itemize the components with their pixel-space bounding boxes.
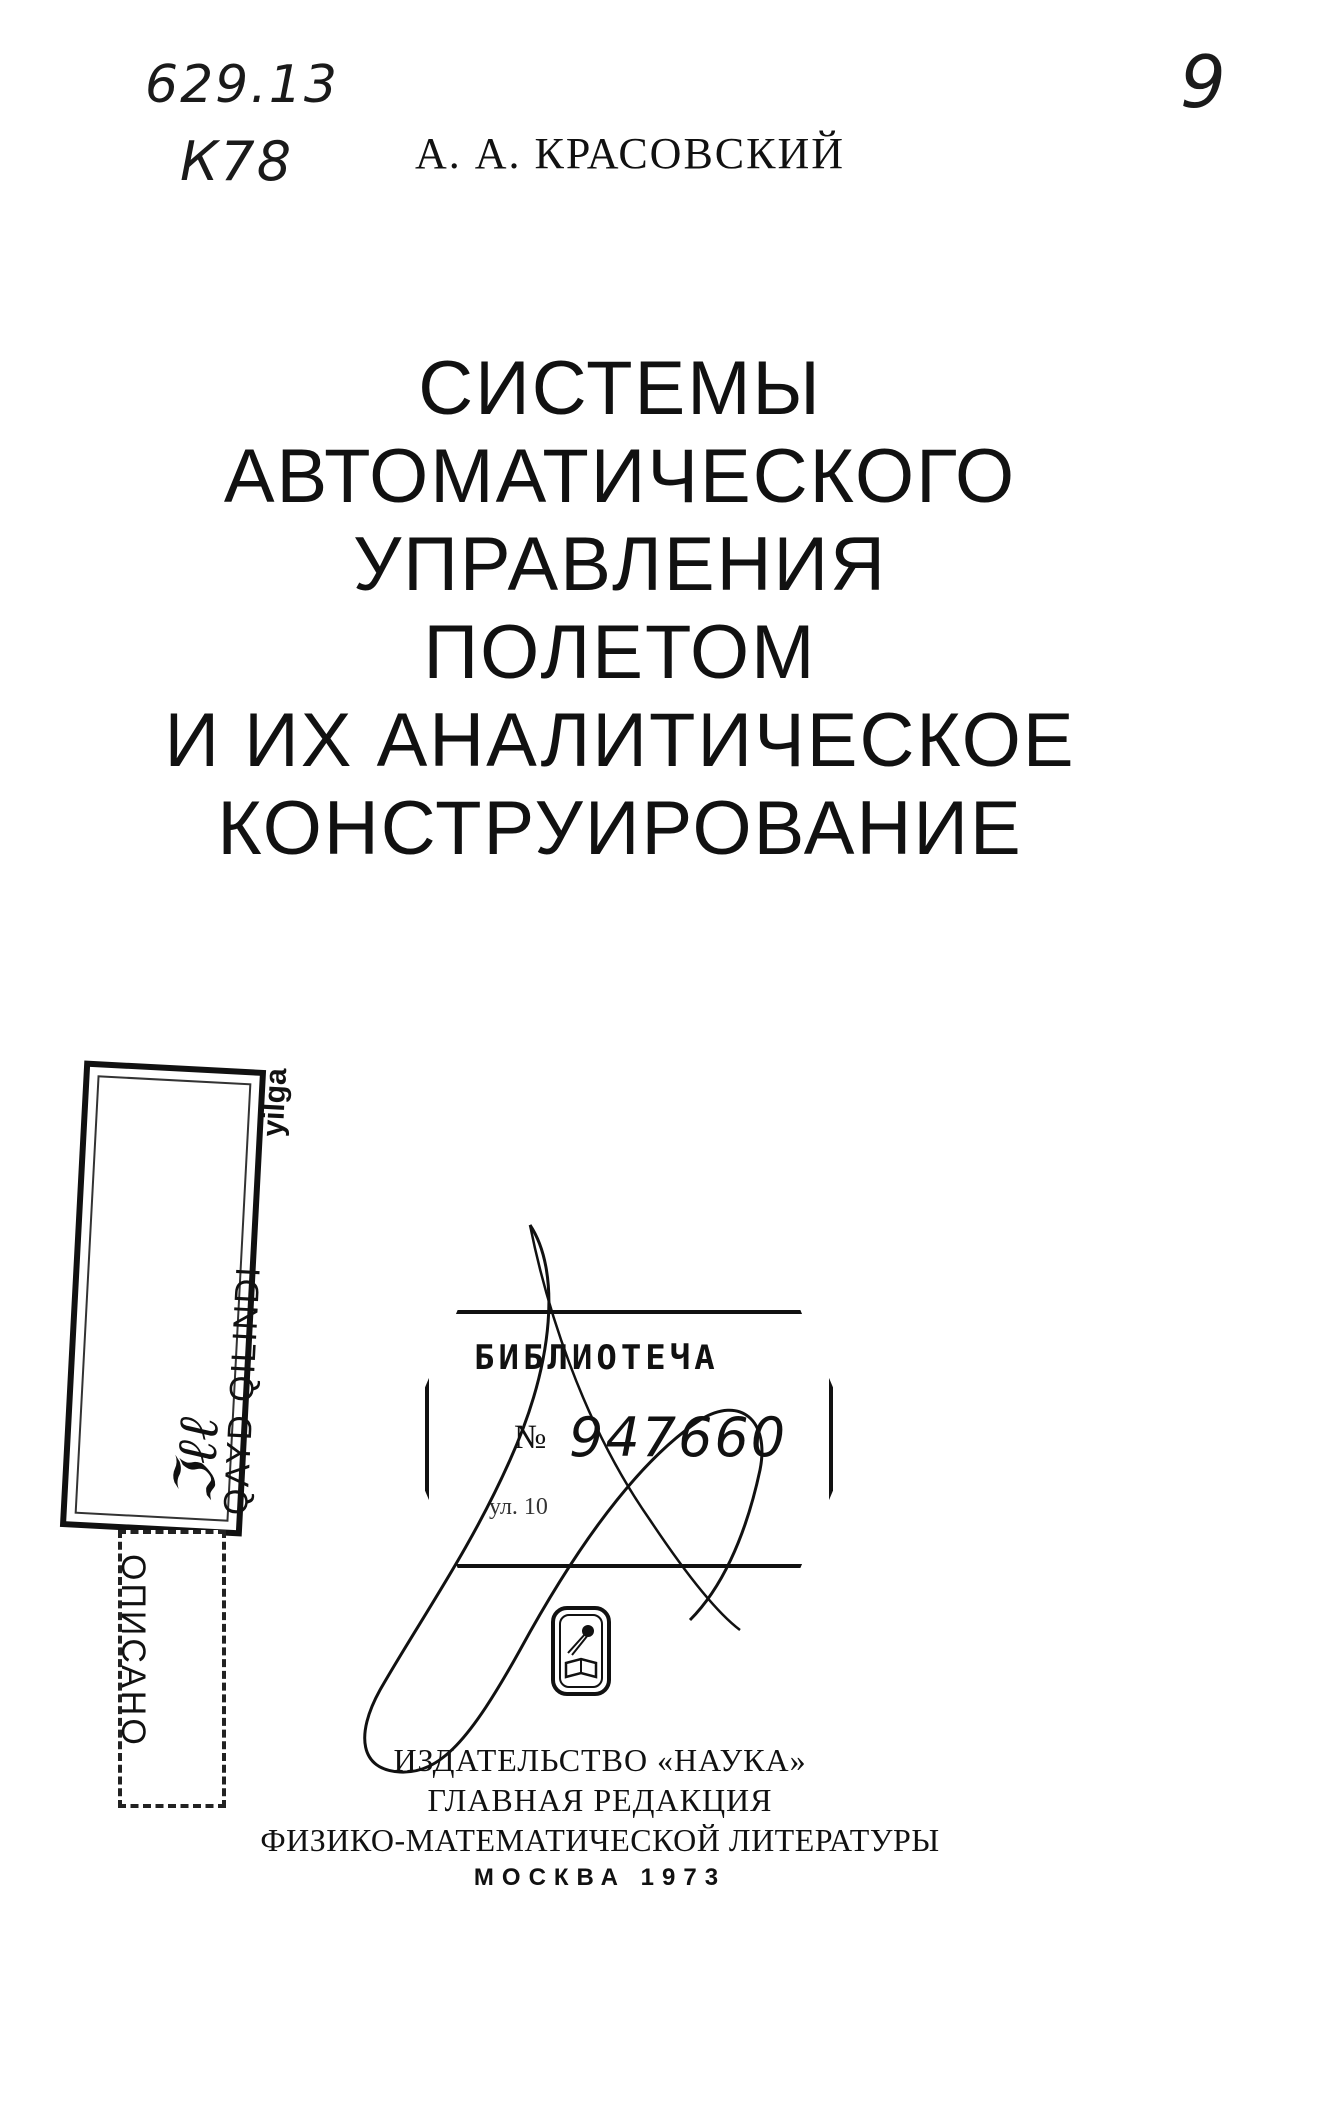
title-line: ПОЛЕТОМ — [423, 610, 817, 695]
handwritten-corner-mark: 9 — [1180, 40, 1228, 124]
book-and-orbit-icon — [551, 1606, 611, 1696]
publisher-name: ИЗДАТЕЛЬСТВО «НАУКА» — [393, 1742, 807, 1778]
described-stamp-text: ОПИСАНО — [114, 1554, 152, 1748]
library-stamp-number-label: № — [514, 1419, 547, 1456]
publisher-division: ГЛАВНАЯ РЕДАКЦИЯ — [427, 1782, 773, 1818]
registration-stamp: ℑℓℓ QAYD QILINDI yilga — [59, 1060, 293, 1537]
registration-stamp-yilga: yilga — [256, 1067, 294, 1138]
publisher-division-subject: ФИЗИКО-МАТЕМАТИЧЕСКОЙ ЛИТЕРАТУРЫ — [260, 1822, 940, 1858]
book-title: СИСТЕМЫ АВТОМАТИЧЕСКОГО УПРАВЛЕНИЯ ПОЛЕТ… — [100, 345, 1140, 873]
title-line: КОНСТРУИРОВАНИЕ — [217, 786, 1023, 871]
described-stamp: ОПИСАНО — [114, 1530, 226, 1808]
title-line: АВТОМАТИЧЕСКОГО — [223, 434, 1017, 519]
handwritten-call-number: 629.13 — [145, 55, 339, 115]
library-stamp-address: ул. 10 — [489, 1494, 548, 1520]
library-stamp-heading: БИБЛИОТЕЧА — [474, 1338, 719, 1378]
library-stamp: БИБЛИОТЕЧА № 947660 ул. 10 — [425, 1310, 833, 1568]
title-line: И ИХ АНАЛИТИЧЕСКОЕ — [164, 698, 1076, 783]
publication-place-year: МОСКВА 1973 — [473, 1864, 727, 1891]
title-line: УПРАВЛЕНИЯ — [352, 522, 887, 607]
title-line: СИСТЕМЫ — [418, 346, 822, 431]
handwritten-cutter-number: К78 — [180, 130, 294, 193]
author-name: А. А. КРАСОВСКИЙ — [415, 129, 846, 178]
library-inventory-number: 947660 — [569, 1406, 788, 1469]
publisher-block: ИЗДАТЕЛЬСТВО «НАУКА» ГЛАВНАЯ РЕДАКЦИЯ ФИ… — [250, 1740, 950, 1892]
